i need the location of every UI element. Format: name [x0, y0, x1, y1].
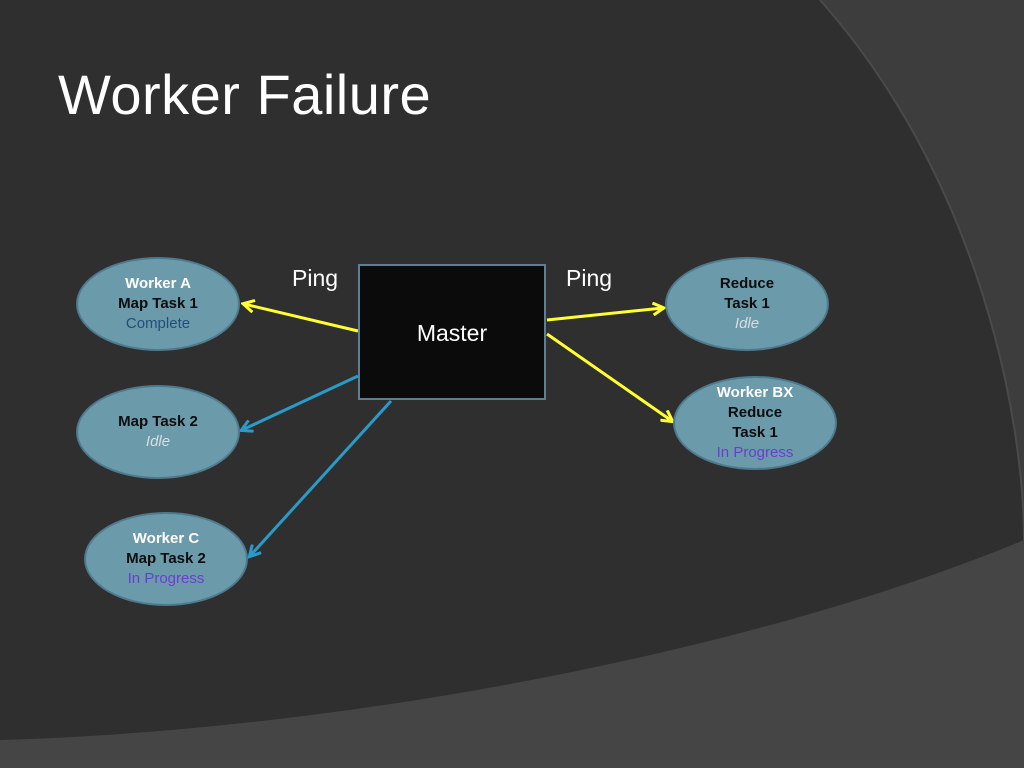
node-reduce-task-1: Reduce Task 1 Idle [665, 257, 829, 351]
node-map-task-2-status: Idle [145, 433, 171, 450]
node-worker-c-task: Map Task 2 [126, 550, 206, 567]
arrow-assign-map-task-2 [242, 374, 359, 430]
slide-title: Worker Failure [58, 63, 432, 126]
arrow-ping-reduce-task-1 [546, 308, 663, 322]
master-label: Master [416, 320, 488, 346]
node-map-task-2-title: Map Task 2 [118, 413, 198, 430]
node-worker-bx-task-line2: Task 1 [732, 424, 778, 441]
node-worker-a: Worker A Map Task 1 Complete [76, 257, 240, 351]
arrow-ping-worker-bx [546, 332, 672, 421]
node-worker-bx-title: Worker BX [716, 384, 794, 401]
background-arc-edge [819, 0, 1024, 541]
node-worker-a-task: Map Task 1 [118, 295, 198, 312]
node-worker-c: Worker C Map Task 2 In Progress [84, 512, 248, 606]
arrow-ping-worker-a [244, 304, 359, 333]
node-map-task-2: Map Task 2 Idle [76, 385, 240, 479]
node-worker-c-title: Worker C [132, 530, 200, 547]
node-worker-a-status: Complete [125, 315, 191, 332]
background-arc-top-right [820, 0, 1024, 540]
node-worker-bx: Worker BX Reduce Task 1 In Progress [673, 376, 837, 470]
arrow-assign-worker-c [250, 399, 393, 556]
background-arc-bottom [0, 540, 1024, 768]
ping-label-right: Ping [566, 265, 613, 291]
node-reduce-task-1-task: Task 1 [724, 295, 770, 312]
node-worker-a-title: Worker A [125, 275, 191, 292]
master-box: Master [358, 264, 546, 400]
node-reduce-task-1-title: Reduce [719, 275, 775, 292]
ping-label-left: Ping [292, 265, 339, 291]
node-worker-bx-task-line1: Reduce [727, 404, 783, 421]
node-worker-c-status: In Progress [127, 570, 205, 587]
node-worker-bx-status: In Progress [716, 444, 794, 461]
node-reduce-task-1-status: Idle [734, 315, 760, 332]
